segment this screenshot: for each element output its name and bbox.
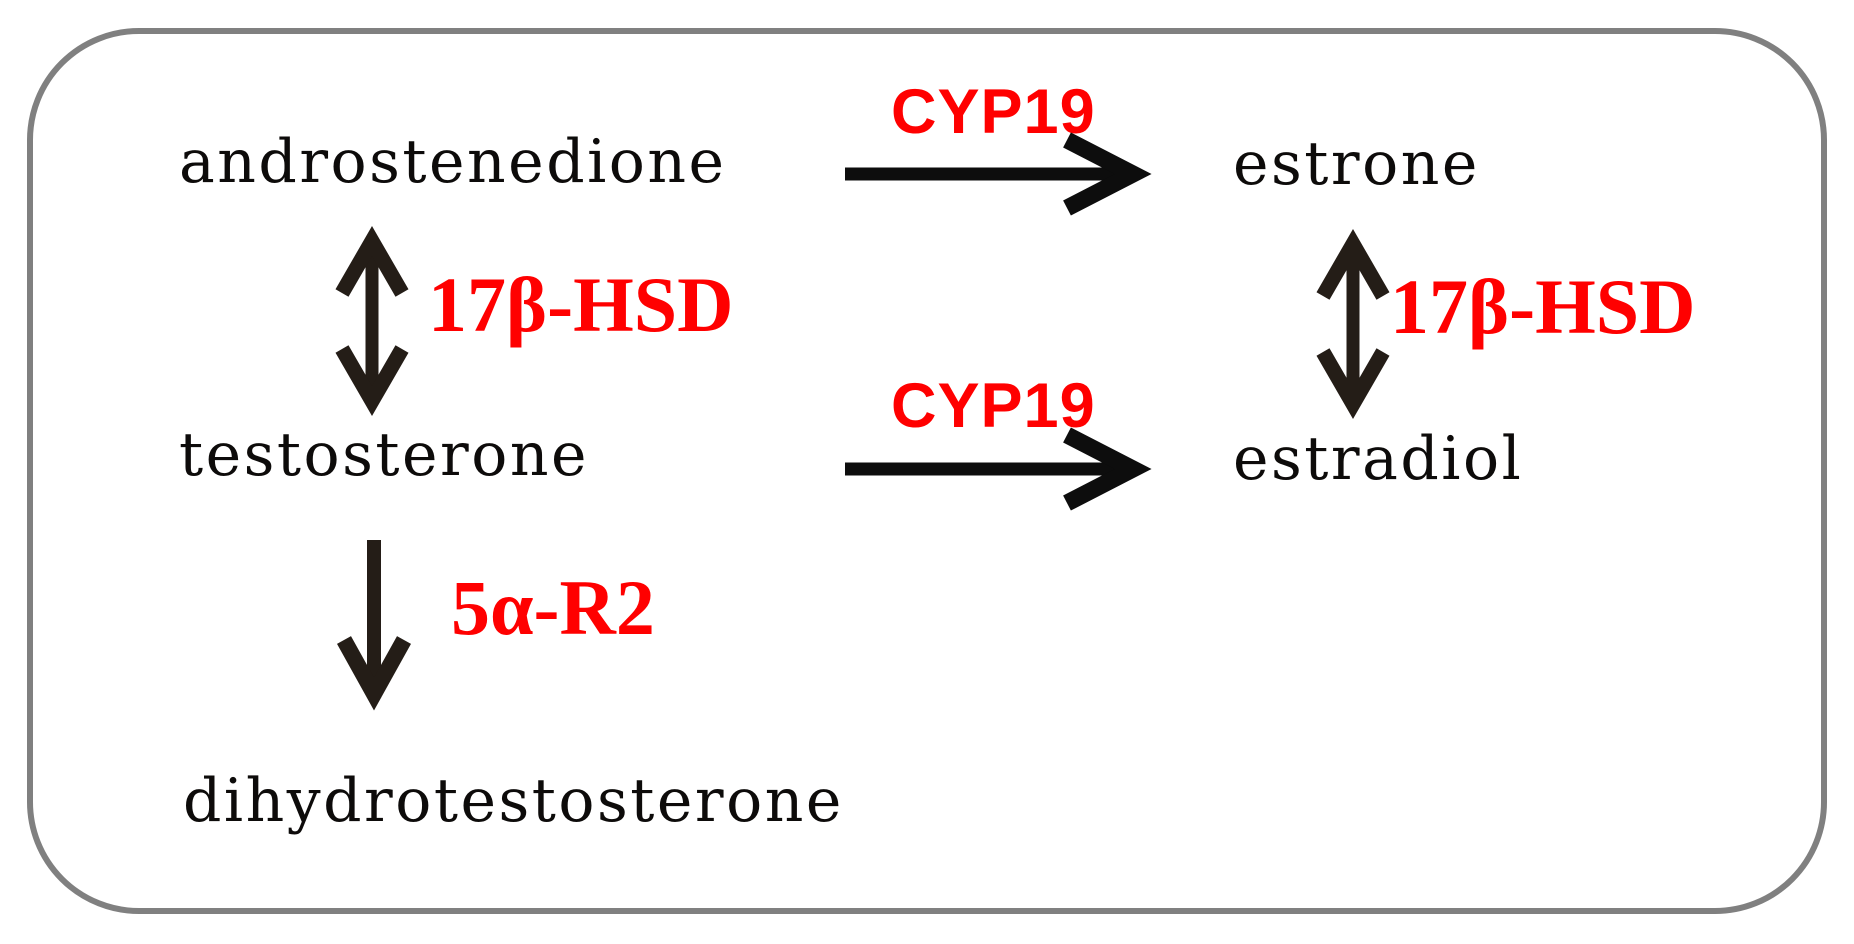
diagram-frame <box>27 28 1827 914</box>
double-arrow-androstenedione-testosterone-icon <box>335 225 409 417</box>
node-testosterone: testosterone <box>179 420 590 490</box>
arrow-testosterone-to-dihydrotestosterone-icon <box>337 540 411 711</box>
node-androstenedione: androstenedione <box>179 127 727 197</box>
enzyme-label-cyp19-middle: CYP19 <box>891 371 1096 441</box>
node-dihydrotestosterone: dihydrotestosterone <box>183 766 844 836</box>
node-estrone: estrone <box>1233 129 1480 199</box>
enzyme-label-5a-r2: 5α-R2 <box>451 564 655 651</box>
enzyme-label-17bhsd-right: 17β-HSD <box>1390 263 1696 350</box>
node-estradiol: estradiol <box>1233 424 1524 494</box>
enzyme-label-cyp19-top: CYP19 <box>891 77 1096 147</box>
enzyme-label-17bhsd-left: 17β-HSD <box>428 261 734 348</box>
double-arrow-estrone-estradiol-icon <box>1316 228 1390 420</box>
arrow-androstenedione-to-estrone-icon <box>845 132 1152 216</box>
arrow-testosterone-to-estradiol-icon <box>845 427 1152 511</box>
